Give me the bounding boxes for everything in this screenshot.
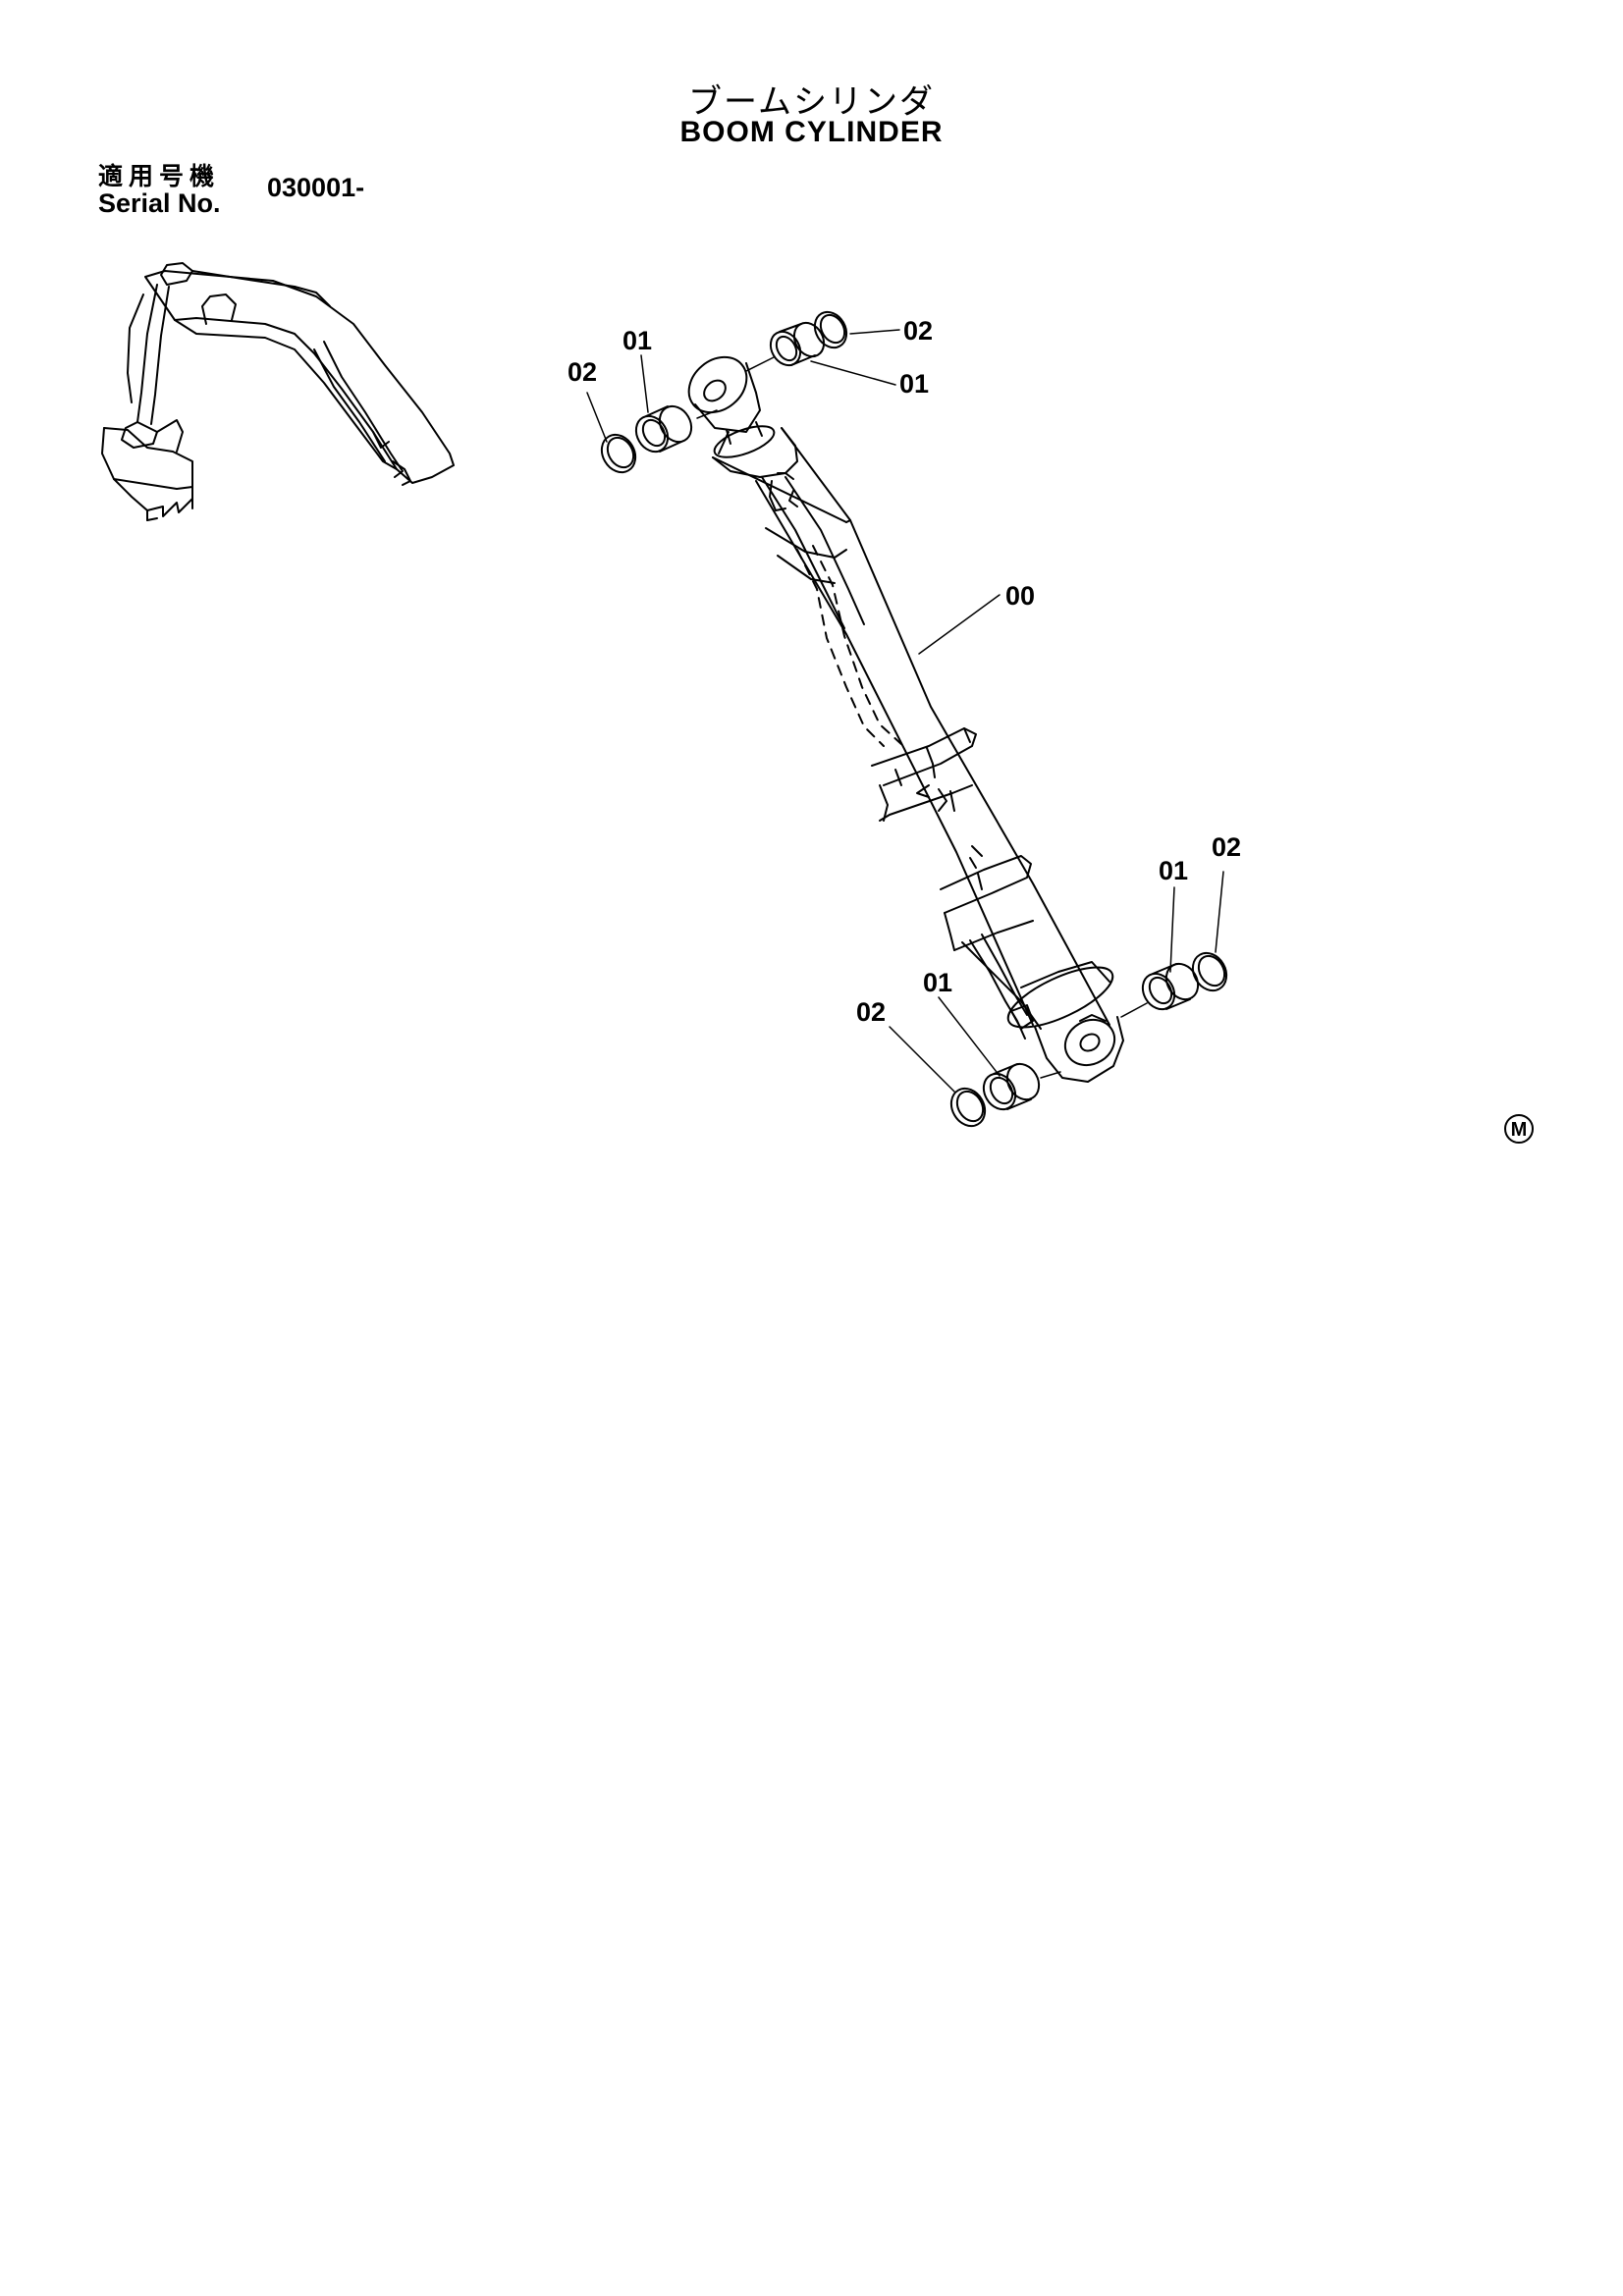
serial-label-japanese: 適用号機 [98,162,221,190]
bushing-bottom-left [982,1062,1041,1111]
mark-letter: M [1511,1119,1528,1141]
seal-bottom-left [949,1087,987,1128]
callout-bushing-bottom-left: 01 [923,968,952,997]
callout-seal-bottom-left: 02 [856,997,886,1027]
page-title: BOOM CYLINDER [679,116,944,148]
boom-cylinder [687,355,1124,1083]
excavator-boom-thumbnail [101,262,455,521]
callout-cylinder: 00 [1005,581,1035,611]
seal-bottom-right [1191,951,1228,992]
callout-seal-bottom-right: 02 [1212,832,1241,862]
seal-top-right [813,310,848,349]
seal-top-left [600,433,637,474]
bushing-top-right [769,321,826,367]
callout-bushing-top-left: 01 [622,326,652,355]
leader-lines [586,329,1224,1093]
callout-seal-top-left: 02 [568,357,597,387]
bushing-bottom-right [1141,962,1200,1011]
callouts: 00 01 02 01 02 01 02 01 02 [568,316,1241,1027]
callout-seal-top-right: 02 [903,316,933,346]
circled-m-mark: M [1504,1114,1534,1144]
callout-bushing-top-right: 01 [899,369,929,399]
bushing-top-left [634,404,693,454]
serial-number-value: 030001- [267,173,365,202]
page-title-japanese: ブームシリンダ [688,82,935,122]
callout-bushing-bottom-right: 01 [1159,856,1188,885]
serial-label: Serial No. [98,188,221,218]
